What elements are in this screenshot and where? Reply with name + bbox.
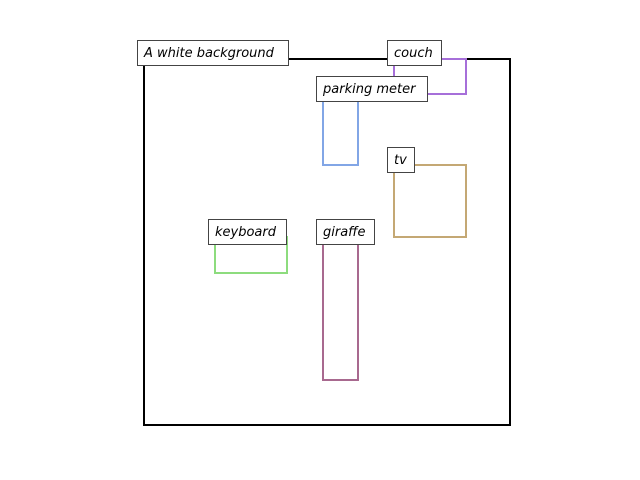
couch-label: couch (387, 40, 442, 66)
giraffe-label: giraffe (316, 219, 375, 245)
giraffe-box (322, 236, 359, 381)
parking-meter-label: parking meter (316, 76, 428, 102)
tv-box (393, 164, 467, 238)
tv-label: tv (387, 147, 415, 173)
keyboard-label: keyboard (208, 219, 287, 245)
parking-meter-box (322, 93, 359, 166)
scene-caption-label: A white background (137, 40, 289, 66)
scene-frame (143, 58, 511, 426)
